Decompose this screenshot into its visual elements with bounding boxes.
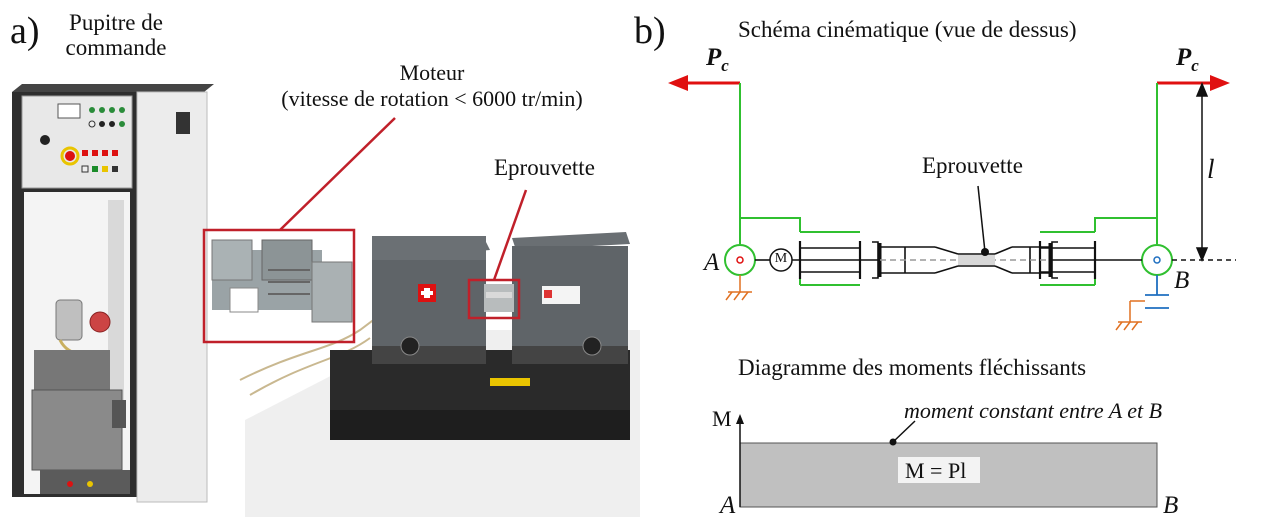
moment-diagram xyxy=(736,414,1158,508)
pivot-a-center xyxy=(736,256,744,264)
specimen-neck xyxy=(958,255,995,265)
control-cabinet xyxy=(12,84,214,503)
schema-title: Schéma cinématique (vue de dessus) xyxy=(738,17,1077,42)
motor-label: Moteur (vitesse de rotation < 6000 tr/mi… xyxy=(232,60,632,112)
motor-label-line1: Moteur xyxy=(399,60,465,85)
callouts xyxy=(202,117,528,344)
specimen-callout-line xyxy=(492,189,528,281)
moment-x-start: A xyxy=(720,492,736,517)
support-a xyxy=(725,275,752,301)
specimen-leader xyxy=(977,185,986,253)
moment-value-box xyxy=(898,457,980,483)
moment-value-label: M = Pl xyxy=(905,458,967,483)
support-a-label: A xyxy=(704,249,720,276)
motor-label-line2: (vitesse de rotation < 6000 tr/min) xyxy=(281,86,583,111)
length-label: l xyxy=(1207,154,1215,184)
shaft-and-specimen xyxy=(755,241,1142,279)
moment-note: moment constant entre A et B xyxy=(904,398,1163,423)
support-b-label: B xyxy=(1174,267,1190,294)
motor-symbol xyxy=(769,248,793,272)
length-dimension xyxy=(1172,82,1236,262)
force-label-right: Pc xyxy=(1176,44,1199,75)
cabinet-label: Pupitre de commande xyxy=(56,10,176,60)
cabinet-label-line2: commande xyxy=(65,35,167,60)
moment-note-leader xyxy=(892,420,916,443)
panel-b-label: b) xyxy=(634,10,666,52)
moment-axis-label: M xyxy=(712,406,732,431)
pivot-b-center xyxy=(1153,256,1161,264)
motor-symbol-label: M xyxy=(774,251,788,266)
specimen-leader-dot xyxy=(981,248,989,256)
moment-x-end: B xyxy=(1163,492,1179,517)
force-label-left: Pc xyxy=(706,44,729,75)
panel-a-label: a) xyxy=(10,10,40,52)
force-arrows xyxy=(668,75,1230,91)
moment-diagram-title: Diagramme des moments fléchissants xyxy=(738,355,1087,380)
motor-callout-box xyxy=(202,228,356,344)
photo-panel xyxy=(12,84,640,517)
test-rig-photo xyxy=(211,232,640,517)
specimen-schema-label: Eprouvette xyxy=(922,153,1023,178)
cabinet-label-line1: Pupitre de xyxy=(69,10,163,35)
green-linkages xyxy=(724,83,1173,286)
specimen-photo-label: Eprouvette xyxy=(494,155,595,180)
support-b xyxy=(1115,275,1169,331)
motor-callout-line xyxy=(279,117,396,231)
